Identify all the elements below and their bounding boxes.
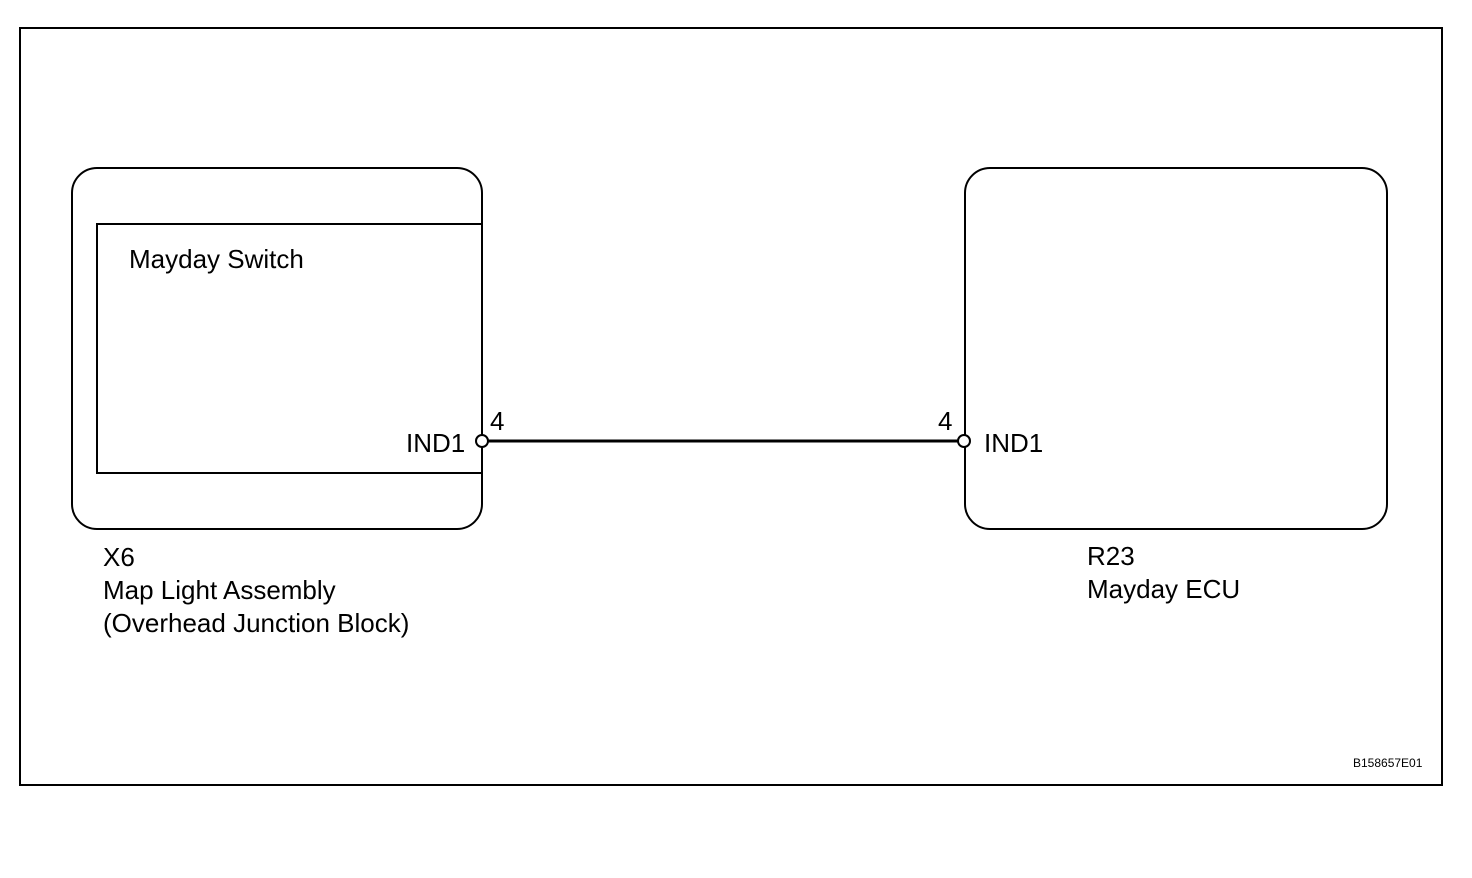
mayday-switch-box <box>96 223 482 474</box>
r23-terminal-pin <box>957 434 971 448</box>
r23-terminal-label: IND1 <box>984 428 1044 458</box>
map-light-assembly-box <box>71 167 483 530</box>
x6-component-name: Map Light Assembly <box>103 575 336 605</box>
x6-terminal-pin <box>475 434 489 448</box>
x6-pin-number: 4 <box>490 406 505 436</box>
mayday-ecu-box <box>964 167 1388 530</box>
r23-pin-number: 4 <box>938 406 953 436</box>
mayday-switch-label: Mayday Switch <box>129 244 304 274</box>
x6-component-subname: (Overhead Junction Block) <box>103 608 410 638</box>
x6-terminal-label: IND1 <box>406 428 466 458</box>
diagram-frame <box>19 27 1443 786</box>
figure-id: B158657E01 <box>1353 756 1423 770</box>
r23-connector-code: R23 <box>1087 541 1135 571</box>
r23-component-name: Mayday ECU <box>1087 574 1241 604</box>
x6-connector-code: X6 <box>103 542 135 572</box>
